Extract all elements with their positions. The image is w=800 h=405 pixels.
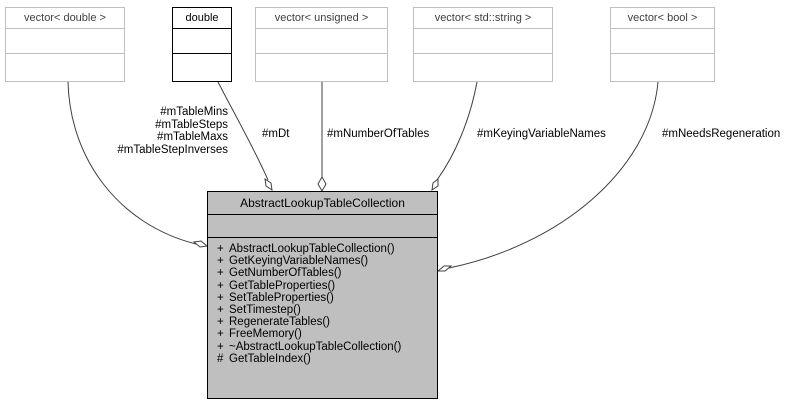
- operation[interactable]: + GetKeyingVariableNames(): [217, 255, 437, 267]
- operation[interactable]: # GetTableIndex(): [217, 353, 437, 365]
- class-title: vector< unsigned >: [274, 12, 369, 24]
- class-box-vector-string[interactable]: vector< std::string >: [413, 7, 553, 82]
- operation[interactable]: + RegenerateTables(): [217, 316, 437, 328]
- visibility-marker: +: [217, 340, 224, 353]
- operation[interactable]: + SetTimestep(): [217, 304, 437, 316]
- edge-label-double: #mDt: [262, 128, 289, 141]
- visibility-marker: +: [217, 304, 224, 317]
- edge-label-vector-bool: #mNeedsRegeneration: [662, 128, 780, 141]
- member-name: #mTableSteps: [155, 118, 228, 131]
- member-name: #mNeedsRegeneration: [662, 128, 781, 140]
- operations-section: [414, 53, 552, 78]
- visibility-marker: +: [217, 291, 224, 304]
- aggregation-diamond-vector-unsigned: [317, 175, 327, 193]
- class-title: double: [185, 12, 219, 24]
- attributes-section: [6, 28, 124, 53]
- member-name: #mDt: [262, 128, 290, 140]
- visibility-marker: +: [217, 255, 224, 268]
- attributes-section: [173, 28, 231, 53]
- operations-section: [6, 53, 124, 78]
- edge-label-vector-unsigned: #mNumberOfTables: [327, 128, 429, 141]
- attributes-section: [208, 214, 437, 237]
- attributes-section: [414, 28, 552, 53]
- edge-vector-string: [436, 81, 478, 181]
- class-title: AbstractLookupTableCollection: [240, 196, 405, 210]
- class-box-vector-unsigned[interactable]: vector< unsigned >: [255, 7, 388, 82]
- visibility-marker: #: [217, 352, 224, 365]
- class-box-abstract-lookup-table-collection[interactable]: AbstractLookupTableCollection + AbstractL…: [207, 191, 438, 399]
- operation-name: SetTableProperties(): [229, 291, 334, 304]
- edge-label-vector-double: #mTableMins #mTableSteps #mTableMaxs #mT…: [117, 106, 228, 156]
- visibility-marker: +: [217, 328, 224, 341]
- class-title: vector< std::string >: [434, 12, 532, 24]
- operations-section: [256, 53, 387, 78]
- visibility-marker: +: [217, 243, 224, 255]
- visibility-marker: +: [217, 279, 224, 292]
- operation[interactable]: + GetNumberOfTables(): [217, 267, 437, 279]
- aggregation-diamond-vector-double: [192, 240, 209, 248]
- visibility-marker: +: [217, 267, 224, 280]
- operation-name: GetTableProperties(): [229, 279, 336, 292]
- member-name: #mTableMins: [160, 106, 228, 118]
- operations-section: [611, 53, 714, 78]
- operation[interactable]: + FreeMemory(): [217, 328, 437, 340]
- operation[interactable]: + ~AbstractLookupTableCollection(): [217, 341, 437, 353]
- operation-name: SetTimestep(): [229, 304, 301, 317]
- aggregation-diamond-vector-bool: [436, 265, 453, 272]
- class-box-vector-double[interactable]: vector< double >: [5, 7, 125, 82]
- visibility-marker: +: [217, 316, 224, 329]
- operations-section: [173, 53, 231, 78]
- operation-name: AbstractLookupTableCollection(): [229, 243, 395, 255]
- edge-double: [217, 81, 269, 181]
- attributes-section: [256, 28, 387, 53]
- aggregation-diamond-vector-string: [431, 177, 439, 192]
- operation-name: RegenerateTables(): [229, 316, 331, 329]
- edge-vector-bool: [448, 81, 659, 269]
- operations-section: + AbstractLookupTableCollection() + GetKey…: [208, 237, 437, 365]
- operation[interactable]: + AbstractLookupTableCollection(): [217, 243, 437, 255]
- class-box-vector-bool[interactable]: vector< bool >: [610, 7, 715, 82]
- operation[interactable]: + GetTableProperties(): [217, 280, 437, 292]
- member-name: #mKeyingVariableNames: [477, 128, 606, 140]
- member-name: #mTableMaxs: [157, 131, 228, 144]
- operation-name: ~AbstractLookupTableCollection(): [229, 340, 402, 353]
- edge-label-vector-string: #mKeyingVariableNames: [477, 128, 606, 141]
- operation-name: GetKeyingVariableNames(): [229, 255, 369, 268]
- operation-name: FreeMemory(): [229, 328, 302, 341]
- operation-name: GetNumberOfTables(): [229, 267, 342, 280]
- attributes-section: [611, 28, 714, 53]
- edge-vector-double: [67, 81, 197, 245]
- member-name: #mNumberOfTables: [327, 128, 430, 140]
- member-name: #mTableStepInverses: [117, 143, 228, 156]
- operation[interactable]: + SetTableProperties(): [217, 292, 437, 304]
- class-box-double[interactable]: double: [172, 7, 232, 82]
- aggregation-diamond-double: [264, 177, 273, 192]
- operation-name: GetTableIndex(): [229, 352, 311, 365]
- class-title: vector< bool >: [627, 12, 698, 24]
- class-title: vector< double >: [24, 12, 106, 24]
